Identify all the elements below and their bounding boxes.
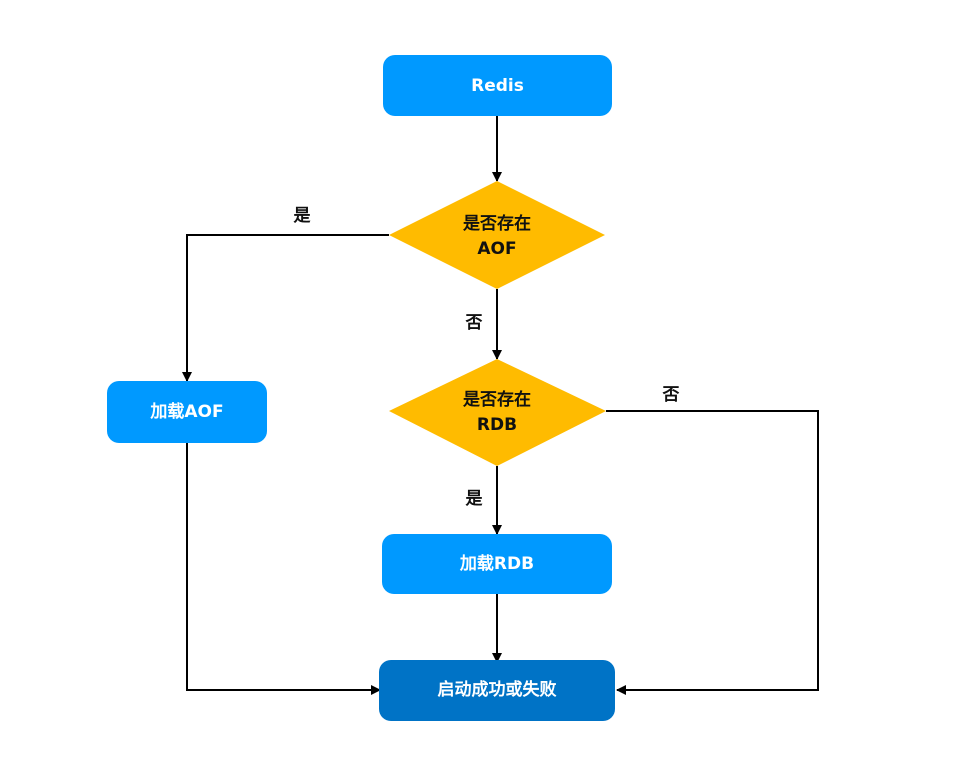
load-aof-label: 加载AOF (149, 401, 223, 422)
result-box[interactable] (379, 660, 615, 721)
rdb-decision-line-2: RDB (477, 415, 517, 435)
aof-decision-line-1: 是否存在 (463, 213, 531, 234)
redis-label: Redis (471, 76, 524, 96)
rdb-yes-label: 是 (466, 489, 483, 509)
redis-node[interactable]: Redis (383, 55, 612, 116)
aof-decision-line-2: AOF (477, 239, 516, 259)
load-aof-to-result-edge (186, 443, 381, 695)
load-aof-node[interactable]: 加载AOF (107, 381, 267, 443)
load-rdb-node[interactable]: 加载RDB (382, 534, 612, 594)
aof-decision-node[interactable]: 是否存在 AOF (389, 181, 605, 289)
aof-yes-edge (182, 234, 389, 382)
result-label: 启动成功或失败 (438, 679, 557, 700)
load-rdb-label: 加载RDB (459, 553, 534, 574)
load-aof-box[interactable] (107, 381, 267, 443)
rdb-decision-node[interactable]: 是否存在 RDB (389, 359, 606, 466)
aof-yes-label: 是 (294, 206, 311, 226)
redis-box[interactable] (383, 55, 612, 116)
edges (182, 116, 819, 695)
rdb-no-label: 否 (662, 385, 680, 405)
aof-no-label: 否 (465, 313, 483, 333)
aof-decision-diamond[interactable] (389, 181, 605, 289)
edge-labels: 是 否 是 否 (294, 206, 680, 509)
rdb-no-edge (606, 410, 819, 695)
load-rdb-box[interactable] (382, 534, 612, 594)
result-node[interactable]: 启动成功或失败 (379, 660, 615, 721)
rdb-decision-diamond[interactable] (389, 359, 606, 466)
rdb-decision-line-1: 是否存在 (463, 389, 531, 410)
